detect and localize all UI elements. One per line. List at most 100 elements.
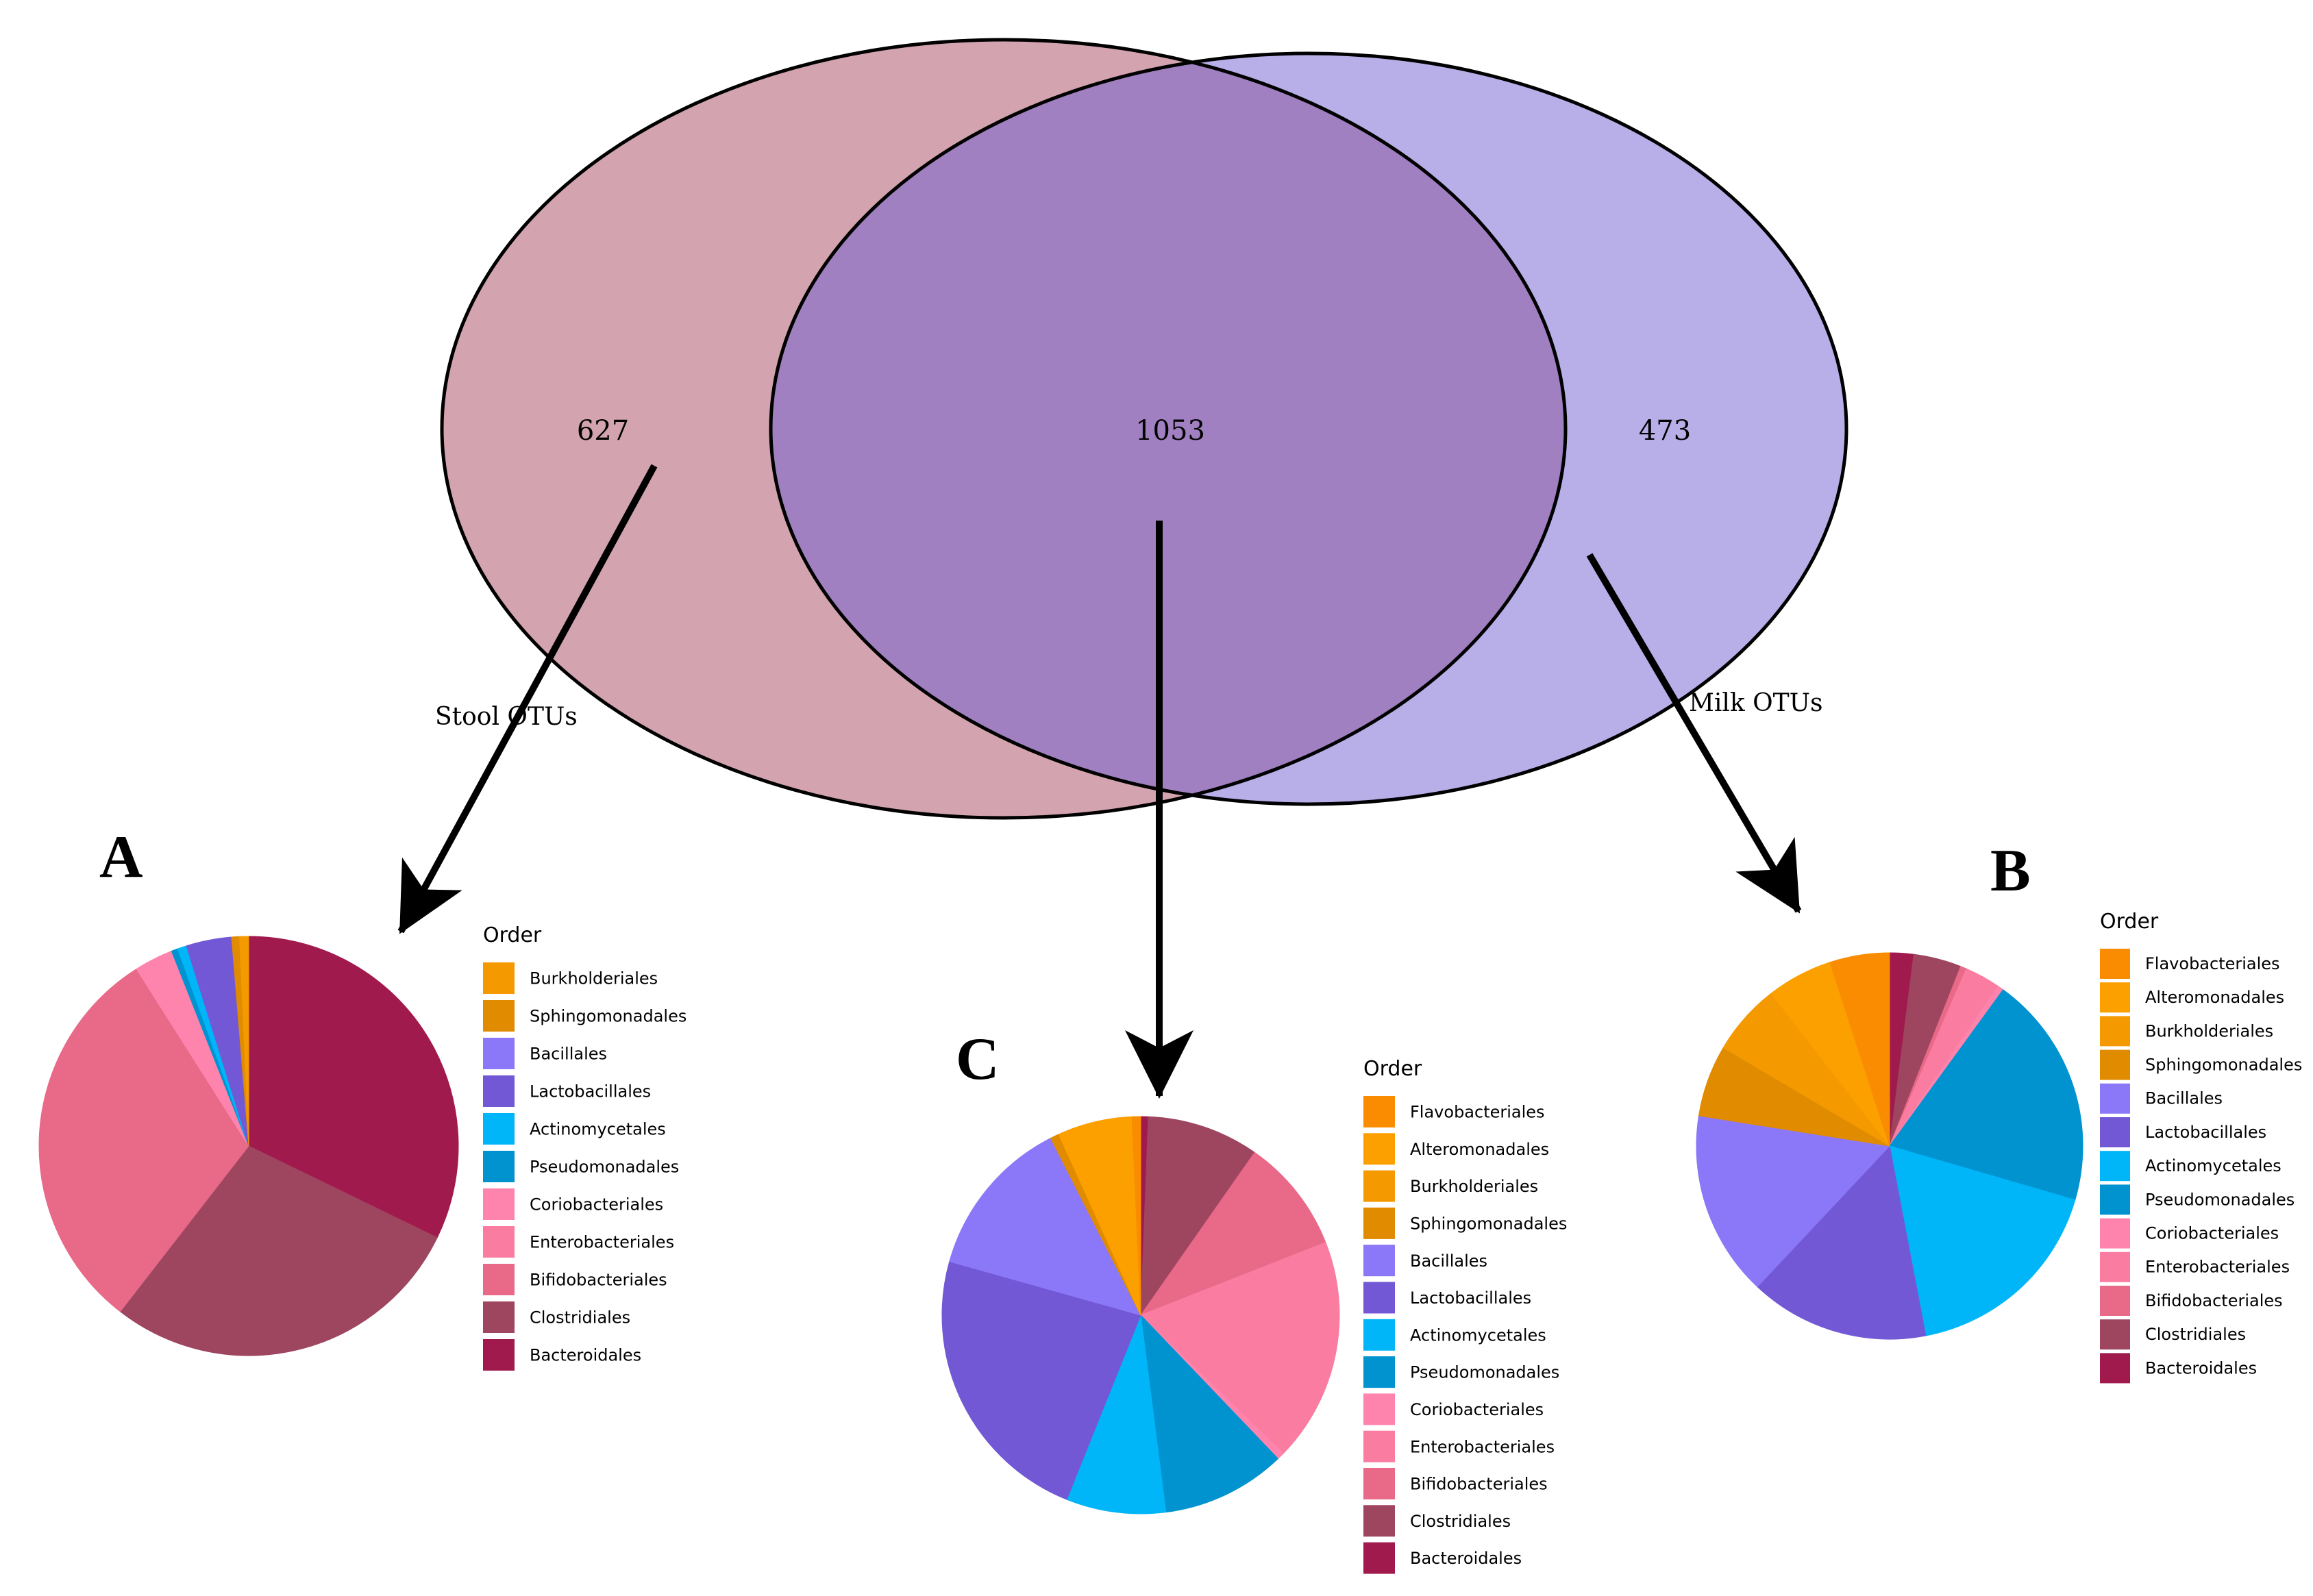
legend-label-coriobacteriales: Coriobacteriales — [530, 1195, 663, 1214]
legend-swatch-actinomycetales — [1363, 1319, 1395, 1351]
legend-swatch-coriobacteriales — [2100, 1218, 2130, 1249]
venn-label-milk: Milk OTUs — [1689, 689, 1823, 717]
venn-milk-outline — [769, 51, 1848, 806]
pie-slice-pseudomonadales — [1140, 1314, 1279, 1513]
legend-swatch-clostridiales — [483, 1301, 515, 1333]
legend-swatch-bacillales — [2100, 1083, 2130, 1114]
legend-swatch-bacteroidales — [483, 1339, 515, 1371]
pie-slice-bifidobacteriales — [38, 968, 249, 1312]
legend-swatch-pseudomonadales — [2100, 1184, 2130, 1215]
legend-title: Order — [1363, 1057, 1422, 1081]
legend-label-bacillales: Bacillales — [1410, 1251, 1487, 1271]
legend-label-pseudomonadales: Pseudomonadales — [2145, 1190, 2295, 1209]
pie-chart-a — [38, 936, 459, 1356]
pie-slice-burkholderiales — [239, 936, 249, 1147]
legend-swatch-pseudomonadales — [1363, 1356, 1395, 1388]
arrows — [397, 464, 1802, 1099]
venn-stool-outline — [440, 38, 1568, 820]
legend-label-burkholderiales: Burkholderiales — [1410, 1177, 1538, 1196]
legend-title: Order — [2100, 910, 2159, 934]
legend-label-bacillales: Bacillales — [530, 1045, 607, 1064]
legend-swatch-lactobacillales — [1363, 1282, 1395, 1314]
legend-swatch-lactobacillales — [2100, 1117, 2130, 1147]
pie-chart-b — [1696, 952, 2083, 1340]
legend-b: OrderFlavobacterialesAlteromonadalesBurk… — [2100, 910, 2302, 1384]
legend-label-actinomycetales: Actinomycetales — [1410, 1325, 1546, 1345]
venn-count-stool-only: 627 — [577, 415, 629, 447]
legend-label-enterobacteriales: Enterobacteriales — [530, 1233, 674, 1252]
legend-swatch-sphingomonadales — [483, 1000, 515, 1032]
legend-label-bacteroidales: Bacteroidales — [2145, 1358, 2257, 1377]
legend-label-alteromonadales: Alteromonadales — [1410, 1140, 1549, 1159]
pie-slice-flavobacteriales — [1829, 952, 1890, 1147]
pie-slice-actinomycetales — [1889, 1145, 2076, 1336]
legend-swatch-burkholderiales — [2100, 1016, 2130, 1047]
legend-swatch-bifidobacteriales — [1363, 1468, 1395, 1499]
legend-swatch-lactobacillales — [483, 1075, 515, 1107]
legend-label-sphingomonadales: Sphingomonadales — [1410, 1214, 1567, 1234]
legend-swatch-coriobacteriales — [1363, 1393, 1395, 1425]
pie-slice-actinomycetales — [1066, 1314, 1167, 1514]
legend-swatch-bacillales — [483, 1038, 515, 1069]
legend-label-coriobacteriales: Coriobacteriales — [2145, 1224, 2279, 1243]
legend-label-clostridiales: Clostridiales — [1410, 1512, 1511, 1531]
pie-chart-c — [941, 1116, 1340, 1514]
legend-label-alteromonadales: Alteromonadales — [2145, 988, 2284, 1007]
legend-label-sphingomonadales: Sphingomonadales — [2145, 1056, 2302, 1075]
legend-label-pseudomonadales: Pseudomonadales — [1410, 1363, 1559, 1382]
pie-slice-flavobacteriales — [1131, 1116, 1141, 1316]
pie-slice-bifidobacteriales — [1139, 1151, 1326, 1317]
legend-label-flavobacteriales: Flavobacteriales — [2145, 954, 2280, 973]
legend-swatch-flavobacteriales — [1363, 1096, 1395, 1127]
legend-swatch-pseudomonadales — [483, 1151, 515, 1182]
arrow-to-pie-a — [397, 464, 658, 934]
legend-label-bifidobacteriales: Bifidobacteriales — [2145, 1291, 2283, 1310]
legend-label-bacillales: Bacillales — [2145, 1089, 2223, 1108]
legend-label-clostridiales: Clostridiales — [2145, 1325, 2246, 1344]
legend-swatch-burkholderiales — [483, 962, 515, 994]
pie-slice-pseudomonadales — [1889, 989, 2083, 1201]
legend-label-burkholderiales: Burkholderiales — [530, 969, 658, 988]
legend-swatch-clostridiales — [2100, 1319, 2130, 1350]
panel-label-b: B — [1990, 838, 2031, 904]
legend-label-bacteroidales: Bacteroidales — [1410, 1549, 1522, 1568]
pie-slice-bacteroidales — [248, 936, 459, 1238]
legend-swatch-enterobacteriales — [1363, 1430, 1395, 1462]
venn-overlap — [771, 53, 1566, 804]
venn-label-stool: Stool OTUs — [435, 703, 578, 731]
legend-swatch-bacteroidales — [2100, 1353, 2130, 1384]
legend-swatch-enterobacteriales — [2100, 1251, 2130, 1282]
legend-label-enterobacteriales: Enterobacteriales — [1410, 1437, 1555, 1456]
legend-label-flavobacteriales: Flavobacteriales — [1410, 1103, 1545, 1122]
pie-slice-lactobacillales — [1757, 1145, 1927, 1340]
legend-swatch-enterobacteriales — [483, 1226, 515, 1258]
legend-label-lactobacillales: Lactobacillales — [1410, 1288, 1531, 1308]
pie-slice-clostridiales — [119, 1145, 438, 1356]
legend-label-actinomycetales: Actinomycetales — [2145, 1156, 2281, 1175]
pie-slice-bacillales — [949, 1137, 1141, 1316]
legend-swatch-clostridiales — [1363, 1505, 1395, 1537]
legend-swatch-sphingomonadales — [1363, 1207, 1395, 1239]
legend-label-lactobacillales: Lactobacillales — [530, 1082, 651, 1101]
legend-swatch-bacteroidales — [1363, 1542, 1395, 1574]
legend-label-coriobacteriales: Coriobacteriales — [1410, 1400, 1544, 1419]
venn-count-milk-only: 473 — [1639, 415, 1691, 447]
panel-label-a: A — [99, 824, 143, 890]
legend-label-bacteroidales: Bacteroidales — [530, 1346, 641, 1365]
legend-swatch-bacillales — [1363, 1245, 1395, 1277]
legend-label-pseudomonadales: Pseudomonadales — [530, 1158, 679, 1177]
legend-swatch-actinomycetales — [483, 1113, 515, 1145]
legend-label-sphingomonadales: Sphingomonadales — [530, 1007, 687, 1026]
venn-diagram: 627 1053 473 Stool OTUs Milk OTUs — [435, 38, 1848, 820]
legend-label-lactobacillales: Lactobacillales — [2145, 1123, 2266, 1142]
legend-label-clostridiales: Clostridiales — [530, 1308, 630, 1327]
legend-label-enterobacteriales: Enterobacteriales — [2145, 1258, 2290, 1277]
pie-slice-bacillales — [1696, 1115, 1891, 1288]
legend-label-bifidobacteriales: Bifidobacteriales — [1410, 1475, 1548, 1494]
legend-label-actinomycetales: Actinomycetales — [530, 1120, 666, 1139]
legend-swatch-coriobacteriales — [483, 1188, 515, 1220]
pie-slice-enterobacteriales — [1140, 1242, 1340, 1454]
legend-a: OrderBurkholderialesSphingomonadalesBaci… — [483, 923, 687, 1371]
legend-swatch-alteromonadales — [2100, 982, 2130, 1013]
